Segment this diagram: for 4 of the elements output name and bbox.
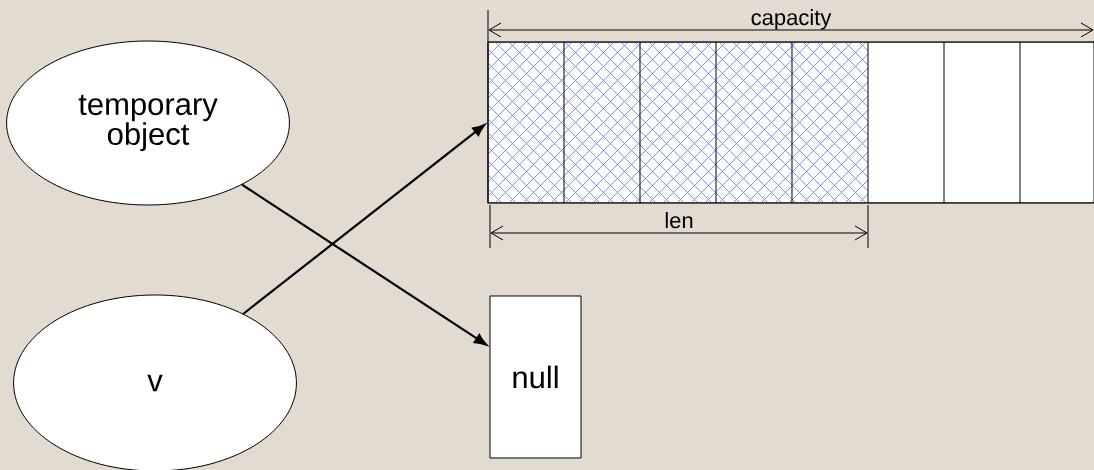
arrow — [241, 183, 487, 346]
arrow — [242, 124, 486, 315]
array-drawing — [487, 41, 1094, 204]
memory-box: null — [489, 295, 582, 459]
